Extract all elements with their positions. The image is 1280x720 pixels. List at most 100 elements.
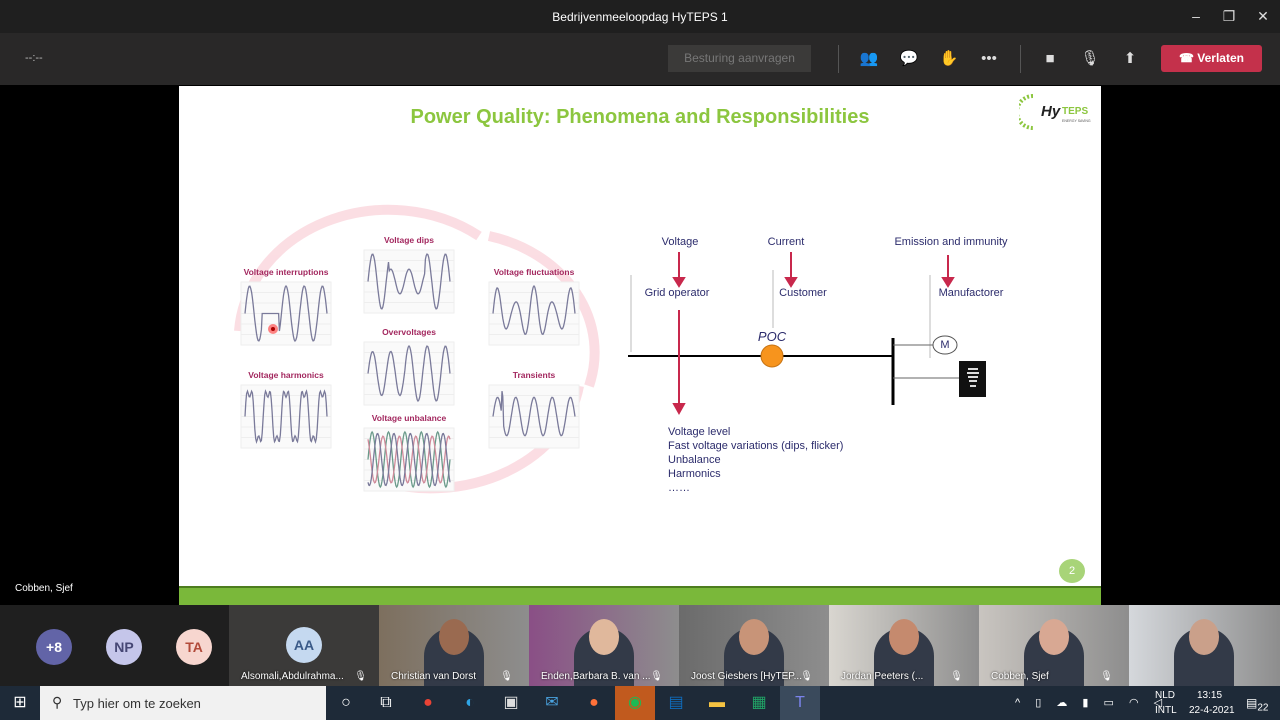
- list-item: ……: [668, 482, 690, 494]
- waveform-label: Voltage dips: [384, 235, 434, 245]
- search-input[interactable]: ⚲ Typ hier om te zoeken: [40, 686, 326, 720]
- mic-muted-icon: 🎙: [1100, 671, 1113, 682]
- more-participants-button[interactable]: +8: [36, 629, 72, 665]
- excel-icon[interactable]: ▦: [751, 694, 767, 711]
- notification-count: 22: [1257, 702, 1269, 714]
- waveform-dips: [363, 249, 455, 314]
- store-icon[interactable]: ▣: [503, 694, 519, 711]
- motor-symbol: [932, 335, 958, 355]
- maximize-button[interactable]: ❐: [1222, 8, 1236, 24]
- leave-button[interactable]: ☎ Verlaten: [1161, 45, 1262, 72]
- avatar: AA: [286, 627, 322, 663]
- edge-icon[interactable]: ◐: [465, 694, 475, 711]
- manufacturer-label: Manufactorer: [938, 287, 1004, 299]
- outlook-icon[interactable]: ▤: [668, 694, 684, 711]
- poc-label: POC: [757, 329, 787, 344]
- participant-name: Christian van Dorst: [391, 671, 477, 682]
- file-explorer-icon[interactable]: ▬: [709, 694, 725, 711]
- voltage-label: Voltage: [661, 236, 699, 248]
- list-item: Fast voltage variations (dips, flicker): [668, 440, 844, 452]
- reactions-icon[interactable]: ✋: [939, 50, 959, 67]
- participant-face: [1039, 619, 1069, 655]
- list-item: Unbalance: [668, 454, 721, 466]
- participant-video-tile[interactable]: [1129, 605, 1280, 686]
- waveform-label: Transients: [512, 370, 556, 380]
- participant-name: Enden,Barbara B. van ...: [541, 671, 651, 682]
- participant-face: [439, 619, 469, 655]
- clock-date[interactable]: 22-4-2021: [1189, 705, 1235, 716]
- waveform-label: Voltage fluctuations: [493, 267, 575, 277]
- mic-muted-icon[interactable]: 🎙: [1080, 50, 1100, 67]
- share-screen-icon[interactable]: ⬆: [1123, 50, 1137, 67]
- participant-face: [889, 619, 919, 655]
- participant-video-tile[interactable]: Enden,Barbara B. van ...🎙: [529, 605, 679, 686]
- mic-muted-icon: 🎙: [354, 671, 367, 682]
- svg-text:ENERGY SAVING: ENERGY SAVING: [1062, 119, 1091, 123]
- task-view-icon[interactable]: ⧉: [380, 694, 392, 711]
- participant-name: Cobben, Sjef: [991, 671, 1049, 682]
- firefox-icon[interactable]: ●: [589, 694, 599, 711]
- chrome-icon[interactable]: ●: [423, 694, 433, 711]
- participant-face: [739, 619, 769, 655]
- list-item: Voltage level: [668, 426, 731, 438]
- clock-time[interactable]: 13:15: [1197, 690, 1223, 701]
- participant-name: Joost Giesbers [HyTEP...: [691, 671, 802, 682]
- search-placeholder: Typ hier om te zoeken: [73, 696, 201, 711]
- motor-label: M: [940, 339, 950, 351]
- notifications-icon[interactable]: ▤22: [1246, 696, 1269, 714]
- waveform-unbal: [363, 427, 455, 492]
- close-button[interactable]: ✕: [1257, 8, 1269, 24]
- mic-muted-icon: 🎙: [500, 671, 513, 682]
- avatar[interactable]: NP: [106, 629, 142, 665]
- avatar[interactable]: TA: [176, 629, 212, 665]
- teams-icon[interactable]: T: [780, 686, 820, 720]
- participants-icon[interactable]: 👥: [859, 50, 879, 67]
- title-bar: Bedrijvenmeeloopdag HyTEPS 1 – ❐ ✕: [0, 0, 1280, 33]
- waveform-interrupt: [240, 281, 332, 346]
- more-options-icon[interactable]: •••: [981, 50, 997, 67]
- mail-icon[interactable]: ✉: [545, 694, 559, 711]
- system-tray-icons[interactable]: ^ ▯ ☁ ▮ ▭ ◠ ◁: [1015, 697, 1169, 709]
- responsibility-arrows: [672, 252, 955, 416]
- leave-label: Verlaten: [1197, 51, 1244, 65]
- participant-name: Jordan Peeters (...: [841, 671, 924, 682]
- waveform-over: [363, 341, 455, 406]
- spotify-icon[interactable]: ◉: [615, 686, 655, 720]
- language-indicator[interactable]: NLD: [1155, 690, 1176, 701]
- participant-face: [589, 619, 619, 655]
- waveform-label: Overvoltages: [382, 327, 436, 337]
- participant-video-tile[interactable]: Cobben, Sjef 🎙: [979, 605, 1129, 686]
- slide-graphics: [234, 204, 986, 494]
- cortana-icon[interactable]: ○: [341, 694, 351, 711]
- windows-taskbar: ⊞ ⚲ Typ hier om te zoeken ○ ⧉ ● ◐ ▣ ✉ ● …: [0, 686, 1280, 720]
- slide-number: 2: [1059, 559, 1085, 583]
- participant-tile[interactable]: AA Alsomali,Abdulrahma... 🎙: [229, 605, 379, 686]
- participant-video-tile[interactable]: Jordan Peeters (... 🎙: [829, 605, 979, 686]
- mic-muted-icon: 🎙: [800, 671, 813, 682]
- hang-up-icon: ☎: [1179, 51, 1198, 65]
- slide-footer-bar: [179, 586, 1101, 605]
- grid-operator-label: Grid operator: [644, 287, 710, 299]
- keyboard-layout[interactable]: INTL: [1155, 705, 1177, 716]
- waveform-fluct: [488, 281, 580, 346]
- svg-text:Hy: Hy: [1041, 103, 1061, 120]
- windows-start-icon[interactable]: ⊞: [13, 694, 27, 711]
- minimize-button[interactable]: –: [1192, 8, 1200, 24]
- participant-name: Alsomali,Abdulrahma...: [241, 671, 344, 682]
- mic-muted-icon: 🎙: [650, 671, 663, 682]
- waveform-harm: [240, 384, 332, 449]
- participant-strip: +8 NP TA AA Alsomali,Abdulrahma... 🎙 Chr…: [0, 605, 1280, 686]
- divider: [838, 45, 839, 73]
- call-timer: --:--: [25, 52, 43, 64]
- waveform-label: Voltage harmonics: [248, 370, 324, 380]
- participant-video-tile[interactable]: Joost Giesbers [HyTEP...🎙: [679, 605, 829, 686]
- divider: [1020, 45, 1021, 73]
- presentation-slide: Power Quality: Phenomena and Responsibil…: [179, 86, 1101, 605]
- request-control-button[interactable]: Besturing aanvragen: [668, 45, 811, 72]
- svg-text:TEPS: TEPS: [1062, 106, 1088, 117]
- waveform-label: Voltage interruptions: [243, 267, 329, 277]
- chat-icon[interactable]: 💬: [899, 50, 919, 67]
- camera-icon[interactable]: ■: [1045, 50, 1055, 67]
- mic-muted-icon: 🎙: [950, 671, 963, 682]
- participant-video-tile[interactable]: Christian van Dorst 🎙: [379, 605, 529, 686]
